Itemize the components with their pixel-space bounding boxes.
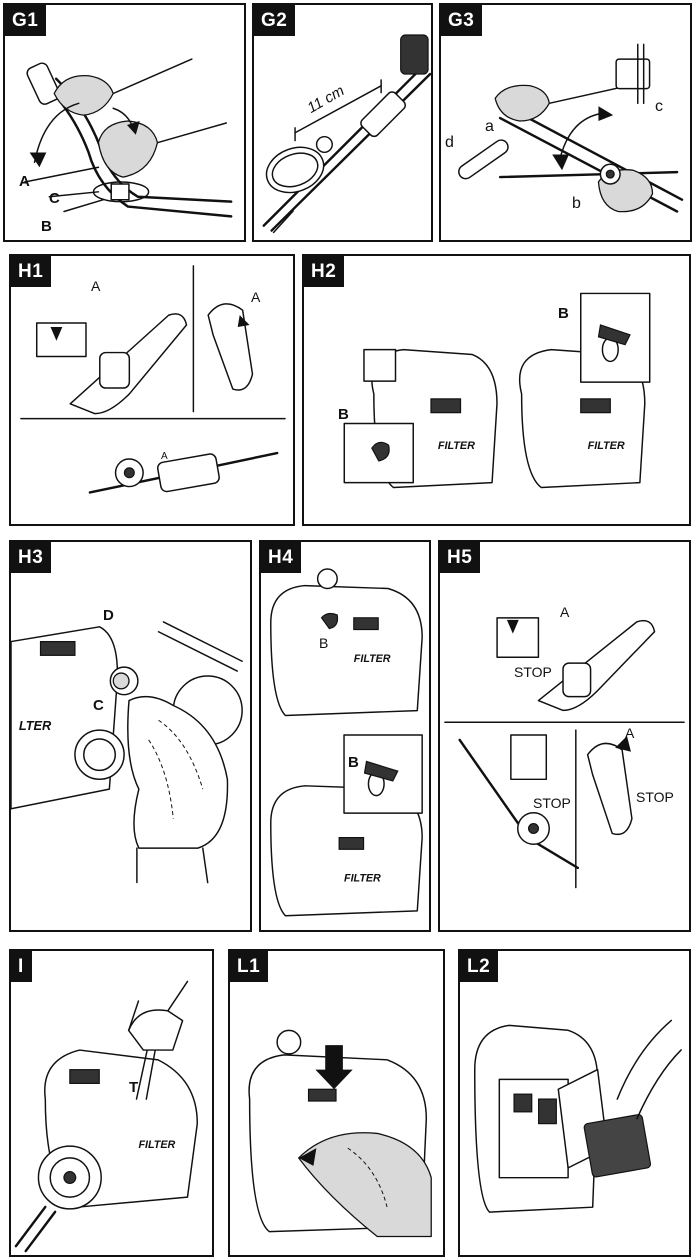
i-filter-text: FILTER <box>138 1139 175 1151</box>
l2-illustration <box>474 1019 682 1213</box>
h4-filter-text-top: FILTER <box>354 653 391 665</box>
h2-filter-text-left: FILTER <box>438 440 475 452</box>
h2-illustration: FILTER FILTER <box>343 292 651 489</box>
panel-l1: L1 <box>228 949 445 1257</box>
g3-label-c: c <box>655 98 663 115</box>
panel-tag: L1 <box>230 951 269 982</box>
panel-tag: G2 <box>254 5 296 36</box>
panel-tag: H5 <box>440 542 481 573</box>
panel-g1: G1 A C B <box>3 3 246 242</box>
h5-illustration <box>444 617 685 889</box>
h4-label-b-bottom: B <box>348 754 359 771</box>
g3-label-d: d <box>445 134 454 151</box>
g3-label-b: b <box>572 195 581 212</box>
h2-filter-text-right: FILTER <box>588 440 625 452</box>
panel-tag: H3 <box>11 542 52 573</box>
panel-tag: H1 <box>11 256 52 287</box>
panel-h4: H4 FILTER FILTER B B <box>259 540 431 932</box>
h1-label-a3: A <box>161 451 168 462</box>
h4-illustration: FILTER FILTER <box>270 568 423 917</box>
g2-illustration <box>262 34 431 234</box>
h2-label-b-right: B <box>558 305 569 322</box>
h3-filter-text: LTER <box>19 718 52 733</box>
panel-g2: G2 11 cm <box>252 3 433 242</box>
panel-l2: L2 <box>458 949 691 1257</box>
panel-tag: G3 <box>441 5 483 36</box>
panel-h1: H1 A A A <box>9 254 295 526</box>
l1-illustration <box>248 1029 432 1238</box>
panel-g3: G3 a b c d <box>439 3 692 242</box>
g1-illustration <box>23 58 233 218</box>
h2-label-b-left: B <box>338 406 349 423</box>
h5-stop-label-top: STOP <box>514 664 552 680</box>
i-label-t: T <box>129 1079 139 1096</box>
g3-illustration <box>458 43 684 213</box>
h5-stop-label-right: STOP <box>636 789 674 805</box>
h3-illustration: LTER <box>11 621 243 884</box>
h4-label-b-top: B <box>319 635 329 651</box>
panel-tag: G1 <box>5 5 47 36</box>
h1-label-a2: A <box>251 289 261 305</box>
h5-label-a-top: A <box>560 604 570 620</box>
i-illustration: FILTER <box>14 980 199 1253</box>
panel-h3: H3 LTER D C <box>9 540 252 932</box>
h4-filter-text-bottom: FILTER <box>344 873 381 885</box>
h3-label-c: C <box>93 697 104 714</box>
g1-label-c: C <box>49 190 60 207</box>
h1-label-a1: A <box>91 278 101 294</box>
g3-label-a: a <box>485 118 494 135</box>
g1-label-a: A <box>19 173 30 190</box>
panel-tag: L2 <box>460 951 499 982</box>
panel-h5: H5 A A STOP STOP STOP <box>438 540 691 932</box>
h5-stop-label-middle: STOP <box>533 795 571 811</box>
h5-label-a-bottom: A <box>625 725 635 741</box>
panel-i: I FILTER T <box>9 949 214 1257</box>
h1-illustration <box>20 265 286 494</box>
panel-tag: I <box>11 951 32 982</box>
h3-label-d: D <box>103 607 114 624</box>
g1-label-b: B <box>41 218 52 235</box>
panel-tag: H4 <box>261 542 302 573</box>
panel-tag: H2 <box>304 256 345 287</box>
panel-h2: H2 FILTER FILTER B B <box>302 254 691 526</box>
